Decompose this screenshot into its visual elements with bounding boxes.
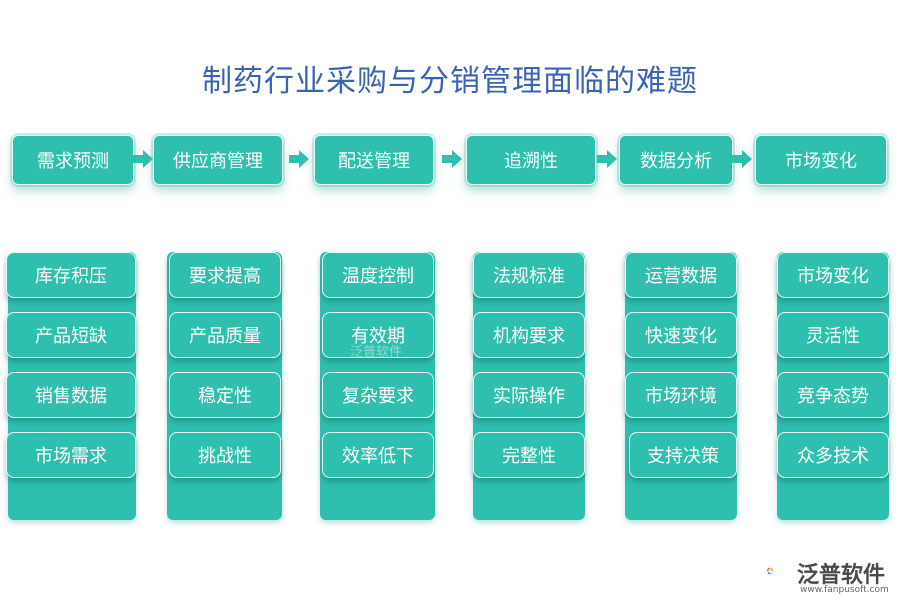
arrow-right-icon bbox=[442, 150, 462, 168]
column-item: 要求提高 bbox=[169, 252, 281, 298]
column-item: 快速变化 bbox=[625, 312, 737, 358]
column-traceability: 法规标准 机构要求 实际操作 完整性 bbox=[473, 252, 585, 520]
column-item: 机构要求 bbox=[473, 312, 585, 358]
arrow-right-icon bbox=[732, 150, 752, 168]
column-item: 效率低下 bbox=[322, 432, 434, 478]
flow-step-label: 供应商管理 bbox=[173, 151, 263, 172]
item-label: 要求提高 bbox=[189, 266, 261, 287]
column-delivery-management: 温度控制 有效期 复杂要求 效率低下 bbox=[320, 252, 435, 520]
column-supplier-management: 要求提高 产品质量 稳定性 挑战性 bbox=[167, 252, 282, 520]
item-label: 实际操作 bbox=[493, 386, 565, 407]
column-item: 市场需求 bbox=[6, 432, 136, 478]
column-data-analysis: 运营数据 快速变化 市场环境 支持决策 bbox=[625, 252, 737, 520]
arrow-right-icon bbox=[597, 150, 617, 168]
item-label: 温度控制 bbox=[342, 266, 414, 287]
item-label: 市场环境 bbox=[645, 386, 717, 407]
column-item: 销售数据 bbox=[6, 372, 136, 418]
item-label: 挑战性 bbox=[198, 446, 252, 467]
brand-logo-icon bbox=[766, 567, 774, 575]
arrow-right-icon bbox=[133, 150, 153, 168]
column-item: 市场变化 bbox=[777, 252, 889, 298]
arrow-right-icon bbox=[289, 150, 309, 168]
item-label: 稳定性 bbox=[198, 386, 252, 407]
item-label: 效率低下 bbox=[342, 446, 414, 467]
item-label: 市场需求 bbox=[35, 446, 107, 467]
item-label: 机构要求 bbox=[493, 326, 565, 347]
item-label: 有效期 bbox=[351, 326, 405, 347]
column-market-change: 市场变化 灵活性 竞争态势 众多技术 bbox=[777, 252, 889, 520]
column-item: 产品短缺 bbox=[6, 312, 136, 358]
column-item: 稳定性 bbox=[169, 372, 281, 418]
column-item: 实际操作 bbox=[473, 372, 585, 418]
column-item: 有效期 bbox=[322, 312, 434, 358]
flow-step-delivery-management: 配送管理 bbox=[314, 135, 434, 185]
column-item: 竞争态势 bbox=[777, 372, 889, 418]
column-item: 库存积压 bbox=[6, 252, 136, 298]
item-label: 众多技术 bbox=[797, 446, 869, 467]
flow-step-traceability: 追溯性 bbox=[466, 135, 596, 185]
column-demand-forecast: 库存积压 产品短缺 销售数据 市场需求 bbox=[6, 252, 136, 520]
watermark: 泛普软件 bbox=[350, 345, 403, 360]
item-label: 竞争态势 bbox=[797, 386, 869, 407]
flow-step-supplier-management: 供应商管理 bbox=[153, 135, 283, 185]
column-item: 温度控制 bbox=[322, 252, 434, 298]
item-label: 产品短缺 bbox=[35, 326, 107, 347]
column-item: 产品质量 bbox=[169, 312, 281, 358]
column-item: 众多技术 bbox=[777, 432, 889, 478]
flow-step-label: 需求预测 bbox=[37, 151, 109, 172]
page-title: 制药行业采购与分销管理面临的难题 bbox=[202, 64, 698, 99]
flow-step-label: 市场变化 bbox=[785, 151, 857, 172]
item-label: 市场变化 bbox=[797, 266, 869, 287]
flow-step-label: 追溯性 bbox=[504, 151, 558, 172]
flow-step-demand-forecast: 需求预测 bbox=[12, 135, 134, 185]
item-label: 产品质量 bbox=[189, 326, 261, 347]
brand-name: 泛普软件 bbox=[797, 563, 886, 588]
flow-step-label: 数据分析 bbox=[640, 151, 712, 172]
item-label: 库存积压 bbox=[35, 266, 107, 287]
item-label: 销售数据 bbox=[35, 386, 107, 407]
item-label: 快速变化 bbox=[645, 326, 717, 347]
item-label: 运营数据 bbox=[645, 266, 717, 287]
flow-step-market-change: 市场变化 bbox=[755, 135, 887, 185]
column-item: 支持决策 bbox=[629, 432, 737, 478]
column-item: 运营数据 bbox=[625, 252, 737, 298]
item-label: 法规标准 bbox=[493, 266, 565, 287]
item-label: 复杂要求 bbox=[342, 386, 414, 407]
column-item: 完整性 bbox=[473, 432, 585, 478]
column-item: 灵活性 bbox=[777, 312, 889, 358]
column-item: 复杂要求 bbox=[322, 372, 434, 418]
column-item: 法规标准 bbox=[473, 252, 585, 298]
brand-url: www.fanpusoft.com bbox=[800, 585, 889, 595]
item-label: 支持决策 bbox=[647, 446, 719, 467]
column-item: 挑战性 bbox=[169, 432, 281, 478]
item-label: 灵活性 bbox=[806, 326, 860, 347]
flow-step-data-analysis: 数据分析 bbox=[619, 135, 733, 185]
flow-step-label: 配送管理 bbox=[338, 151, 410, 172]
column-item: 市场环境 bbox=[625, 372, 737, 418]
item-label: 完整性 bbox=[502, 446, 556, 467]
